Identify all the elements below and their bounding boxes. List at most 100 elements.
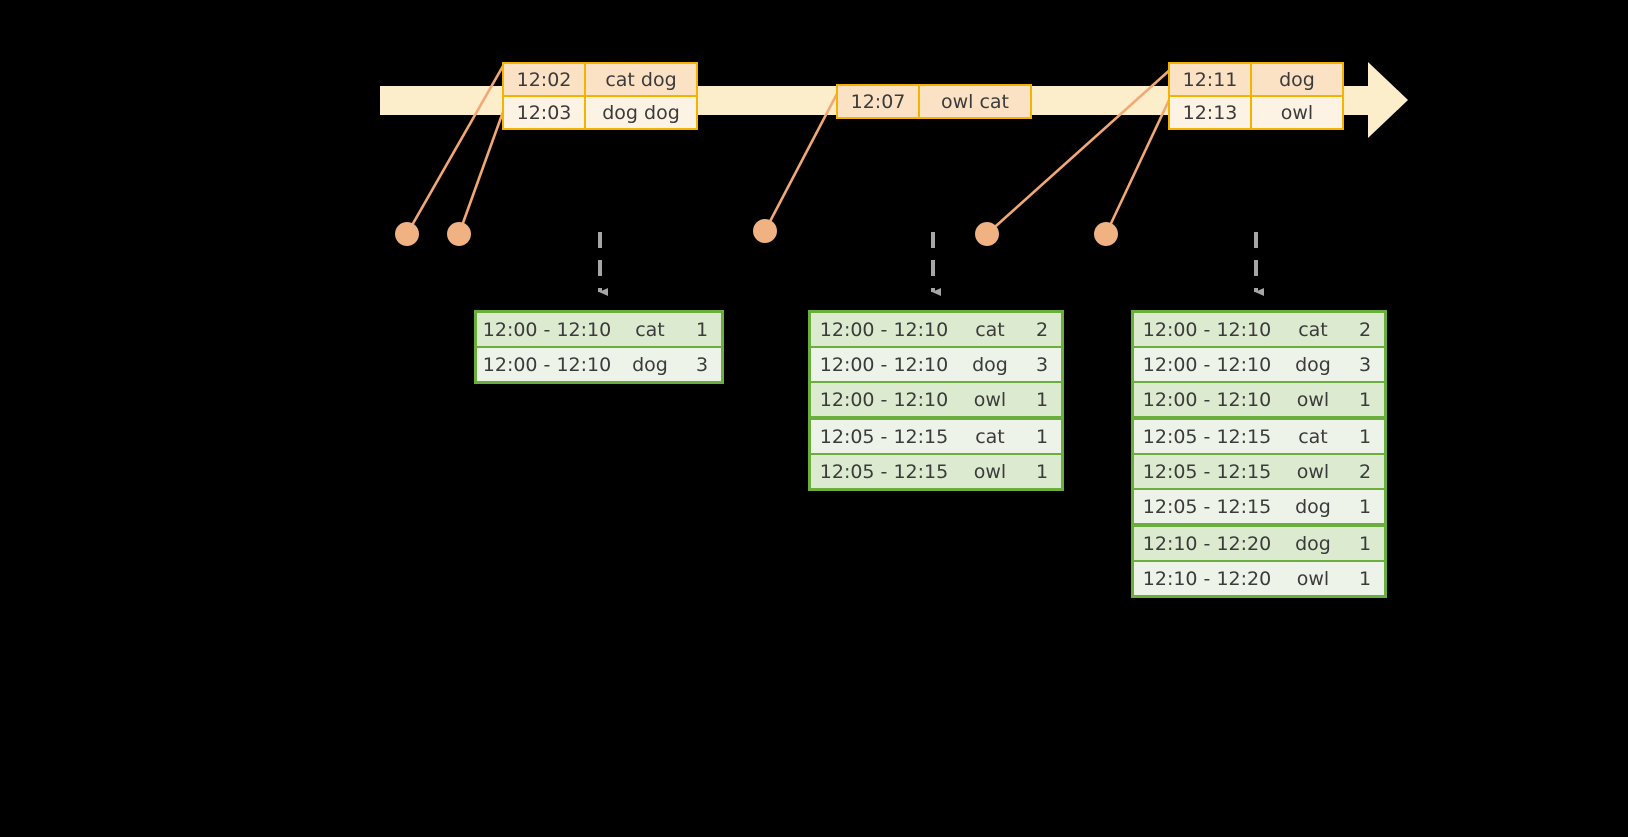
cell-key: dog xyxy=(1282,527,1344,560)
cell-count: 1 xyxy=(1346,490,1384,523)
event-words: cat dog xyxy=(605,68,677,91)
event-time: 12:02 xyxy=(504,64,586,95)
origin-dot-1207[interactable] xyxy=(753,219,777,243)
cell-key: owl xyxy=(959,383,1021,416)
cell-window: 12:00 - 12:10 xyxy=(811,348,957,381)
cell-key: cat xyxy=(959,420,1021,453)
event-time: 12:11 xyxy=(1170,64,1252,95)
event-words: owl cat xyxy=(940,90,1010,113)
cell-key: cat xyxy=(1282,313,1344,346)
cell-count: 1 xyxy=(1346,562,1384,595)
cell-key: cat xyxy=(959,313,1021,346)
cell-count: 2 xyxy=(1346,455,1384,488)
cell-key: dog xyxy=(1282,348,1344,381)
cell-window: 12:00 - 12:10 xyxy=(811,383,957,416)
cell-window: 12:00 - 12:10 xyxy=(1134,383,1280,416)
event-words: dog xyxy=(1279,68,1315,91)
cell-count: 1 xyxy=(1346,383,1384,416)
cell-count: 1 xyxy=(1023,420,1061,453)
cell-window: 12:00 - 12:10 xyxy=(477,348,617,381)
cell-key: owl xyxy=(1282,383,1344,416)
cell-count: 1 xyxy=(1346,527,1384,560)
cell-key: owl xyxy=(1282,455,1344,488)
event-row: 12:03 dog dog xyxy=(504,95,696,128)
cell-key: owl xyxy=(1282,562,1344,595)
event-row: 12:11 dog xyxy=(1170,64,1342,95)
cell-key: owl xyxy=(959,455,1021,488)
arrow-right-icon xyxy=(1368,62,1408,138)
cell-window: 12:05 - 12:15 xyxy=(1134,455,1280,488)
cell-count: 3 xyxy=(1023,348,1061,381)
cell-key: dog xyxy=(1282,490,1344,523)
cell-count: 3 xyxy=(1346,348,1384,381)
origin-dot-1211[interactable] xyxy=(975,222,999,246)
connector-1213 xyxy=(1104,97,1172,235)
origin-dot-group xyxy=(395,219,1118,246)
cell-count: 2 xyxy=(1023,313,1061,346)
cell-key: dog xyxy=(619,348,681,381)
cell-window: 12:00 - 12:10 xyxy=(477,313,617,346)
event-words: dog dog xyxy=(602,101,680,124)
origin-dot-1202[interactable] xyxy=(395,222,419,246)
cell-key: dog xyxy=(959,348,1021,381)
connector-1203 xyxy=(457,97,510,235)
cell-window: 12:00 - 12:10 xyxy=(1134,348,1280,381)
connector-1202 xyxy=(405,65,505,235)
cell-window: 12:05 - 12:15 xyxy=(811,420,957,453)
origin-dot-1213[interactable] xyxy=(1094,222,1118,246)
cell-window: 12:05 - 12:15 xyxy=(1134,420,1280,453)
cell-count: 1 xyxy=(1346,420,1384,453)
cell-count: 1 xyxy=(1023,383,1061,416)
cell-window: 12:00 - 12:10 xyxy=(811,313,957,346)
cell-count: 2 xyxy=(1346,313,1384,346)
event-time: 12:03 xyxy=(504,97,586,128)
cell-count: 1 xyxy=(683,313,721,346)
cell-window: 12:05 - 12:15 xyxy=(1134,490,1280,523)
dashed-arrow-group xyxy=(598,232,1264,296)
event-time: 12:13 xyxy=(1170,97,1252,128)
event-box-1211[interactable]: 12:11 dog 12:13 owl xyxy=(1168,62,1344,130)
cell-count: 3 xyxy=(683,348,721,381)
event-box-1202[interactable]: 12:02 cat dog 12:03 dog dog xyxy=(502,62,698,130)
event-box-1207[interactable]: 12:07 owl cat xyxy=(836,84,1032,119)
cell-window: 12:10 - 12:20 xyxy=(1134,527,1280,560)
connector-1207 xyxy=(763,87,842,232)
event-row: 12:07 owl cat xyxy=(838,86,1030,117)
cell-window: 12:10 - 12:20 xyxy=(1134,562,1280,595)
connector-lines xyxy=(405,65,1173,235)
origin-dot-1203[interactable] xyxy=(447,222,471,246)
event-time: 12:07 xyxy=(838,86,920,117)
cell-count: 1 xyxy=(1023,455,1061,488)
event-words: owl xyxy=(1280,101,1314,124)
cell-window: 12:05 - 12:15 xyxy=(811,455,957,488)
cell-key: cat xyxy=(619,313,681,346)
cell-window: 12:00 - 12:10 xyxy=(1134,313,1280,346)
event-row: 12:02 cat dog xyxy=(504,64,696,95)
